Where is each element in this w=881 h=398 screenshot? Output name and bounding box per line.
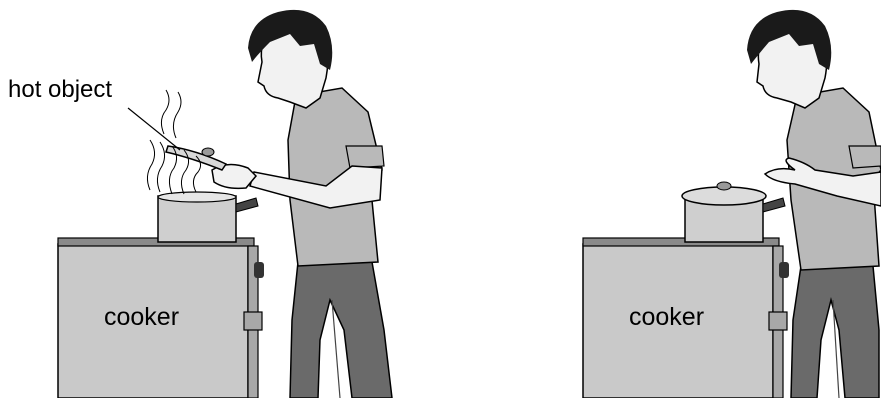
cooker-label: cooker [104,303,179,332]
head [747,10,831,108]
trousers [791,266,879,398]
left-scene: hot object cooker [0,0,440,398]
left-illustration [0,0,440,398]
knob-icon [779,262,789,278]
right-illustration [441,0,881,398]
right-scene: cooker [441,0,881,398]
steam [147,90,200,194]
cooker-label: cooker [629,303,704,332]
head [248,10,332,108]
saucepan [682,182,785,242]
trousers [290,262,392,398]
hot-object-label: hot object [8,76,112,104]
knob-icon [254,262,264,278]
saucepan [158,192,258,242]
annotation-pointer-line [128,108,180,150]
